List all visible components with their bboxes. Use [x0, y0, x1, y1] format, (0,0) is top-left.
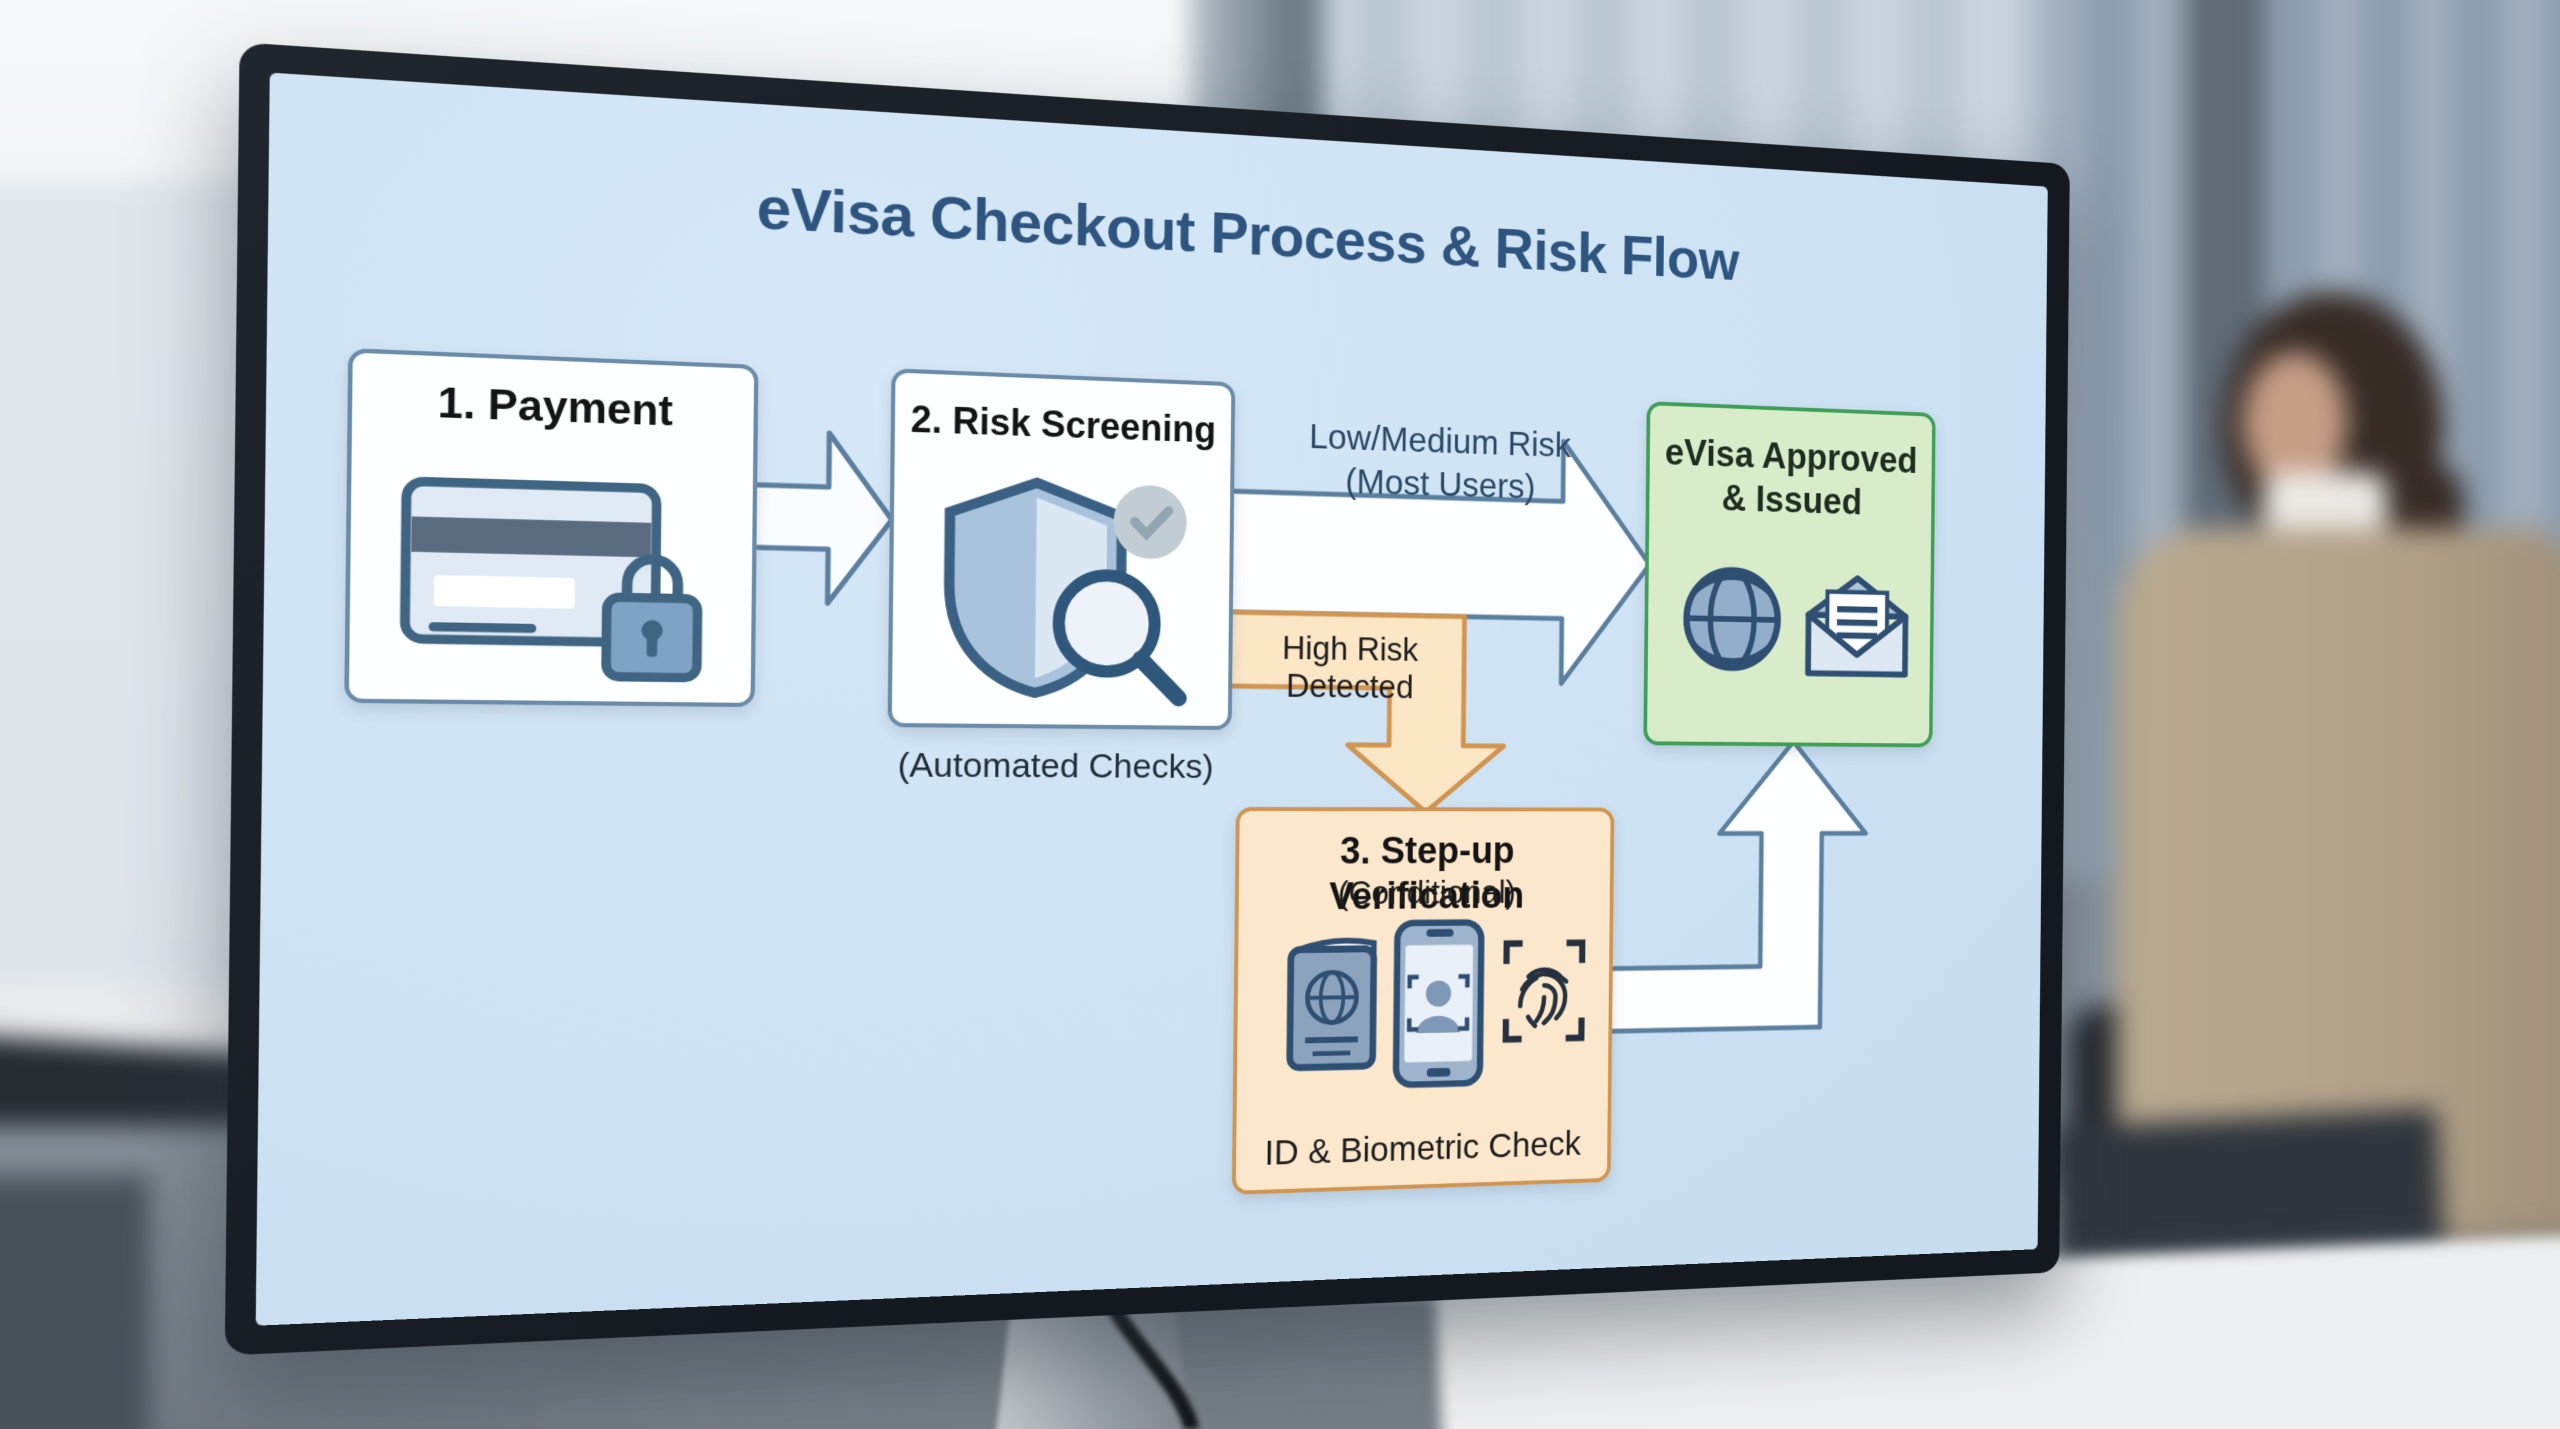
magnifier-icon	[1058, 574, 1180, 698]
node-risk-screening: 2. Risk Screening	[887, 368, 1236, 731]
payment-label: 1. Payment	[437, 379, 674, 435]
email-icon	[1795, 566, 1919, 681]
passport-icon	[1276, 931, 1386, 1077]
node-step-up: 3. Step-up Verification (Conditional)	[1231, 807, 1615, 1195]
low-risk-label: Low/Medium Risk (Most Users)	[1308, 417, 1572, 507]
shield-icon	[921, 462, 1202, 710]
face-scan-phone-icon	[1390, 917, 1487, 1091]
monitor: eVisa Checkout Process & Risk Flow Low/M…	[224, 42, 2070, 1356]
node-approved: eVisa Approved & Issued	[1643, 401, 1936, 748]
arrow-stepup-to-approved	[1599, 740, 1866, 1031]
lock-icon	[606, 558, 698, 677]
credit-card-icon	[390, 462, 716, 694]
step-up-sublabel: (Conditional)	[1337, 873, 1517, 912]
flow-arrows	[256, 73, 2048, 1326]
node-payment: 1. Payment	[344, 348, 759, 708]
high-risk-label: High Risk Detected	[1281, 629, 1419, 706]
cabinet-left-shadow	[0, 1175, 150, 1429]
risk-screening-label: 2. Risk Screening	[910, 397, 1217, 451]
fingerprint-icon	[1495, 935, 1593, 1047]
approved-label: eVisa Approved & Issued	[1664, 432, 1918, 524]
globe-icon	[1677, 560, 1788, 678]
laptop-right-silhouette	[2047, 1107, 2447, 1329]
monitor-screen: eVisa Checkout Process & Risk Flow Low/M…	[255, 72, 2048, 1326]
arrow-payment-to-risk	[747, 430, 892, 604]
step-up-caption: ID & Biometric Check	[1264, 1124, 1582, 1173]
arrow-high-risk	[1223, 612, 1505, 812]
risk-screening-caption: (Automated Checks)	[897, 745, 1214, 786]
woman-face	[2243, 352, 2347, 492]
check-circle-icon	[1113, 484, 1187, 560]
